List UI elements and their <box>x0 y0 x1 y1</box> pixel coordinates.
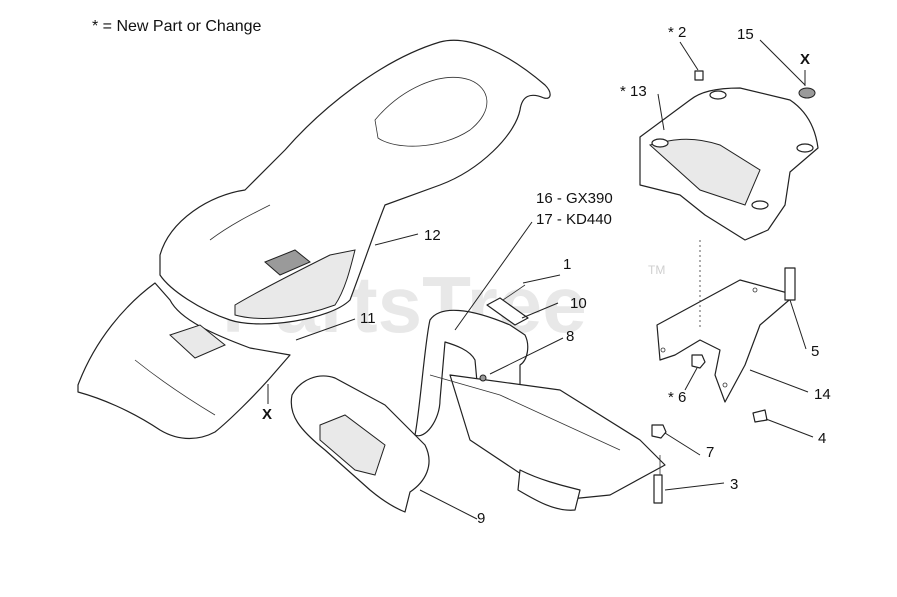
part-8-bolt[interactable] <box>479 374 487 382</box>
part-9-handle-grip[interactable] <box>290 375 430 513</box>
leader-lines <box>267 39 814 520</box>
part-12-hood[interactable] <box>159 39 551 325</box>
callout-13[interactable]: * 13 <box>620 83 647 100</box>
part-13-tray[interactable] <box>639 87 819 241</box>
callout-6[interactable]: * 6 <box>668 389 686 406</box>
callout-12[interactable]: 12 <box>424 227 441 244</box>
callout-x-right[interactable]: X <box>800 51 810 68</box>
callout-3[interactable]: 3 <box>730 476 738 493</box>
part-10-bracket[interactable] <box>486 297 529 326</box>
part-5-bolt[interactable] <box>784 267 796 301</box>
callout-7[interactable]: 7 <box>706 444 714 461</box>
callout-8[interactable]: 8 <box>566 328 574 345</box>
legend-text: * = New Part or Change <box>92 18 262 35</box>
part-16-17-frame[interactable] <box>414 309 666 511</box>
callout-17[interactable]: 17 - KD440 <box>536 211 612 228</box>
callout-x-left[interactable]: X <box>262 406 272 423</box>
part-7-nut[interactable] <box>651 424 667 439</box>
callouts: 1 * 2 3 4 5 * 6 7 8 9 10 11 12 * 13 14 1… <box>262 24 831 527</box>
callout-4[interactable]: 4 <box>818 430 826 447</box>
part-1-screw[interactable] <box>502 284 526 301</box>
callout-10[interactable]: 10 <box>570 295 587 312</box>
callout-11[interactable]: 11 <box>360 310 376 327</box>
part-15-grommet[interactable] <box>798 87 816 99</box>
part-14-mounting-bracket[interactable] <box>656 279 796 403</box>
part-11-fender[interactable] <box>77 282 291 440</box>
callout-9[interactable]: 9 <box>477 510 485 527</box>
callout-15[interactable]: 15 <box>737 26 754 43</box>
callout-5[interactable]: 5 <box>811 343 819 360</box>
part-2-bolt[interactable] <box>694 70 704 81</box>
part-3-bolt[interactable] <box>653 474 663 504</box>
callout-14[interactable]: 14 <box>814 386 831 403</box>
part-4-bolt[interactable] <box>752 409 768 423</box>
callout-1[interactable]: 1 <box>563 256 571 273</box>
trademark-symbol: TM <box>648 263 665 277</box>
callout-2[interactable]: * 2 <box>668 24 686 41</box>
callout-16[interactable]: 16 - GX390 <box>536 190 613 207</box>
part-6-nut[interactable] <box>691 354 706 369</box>
